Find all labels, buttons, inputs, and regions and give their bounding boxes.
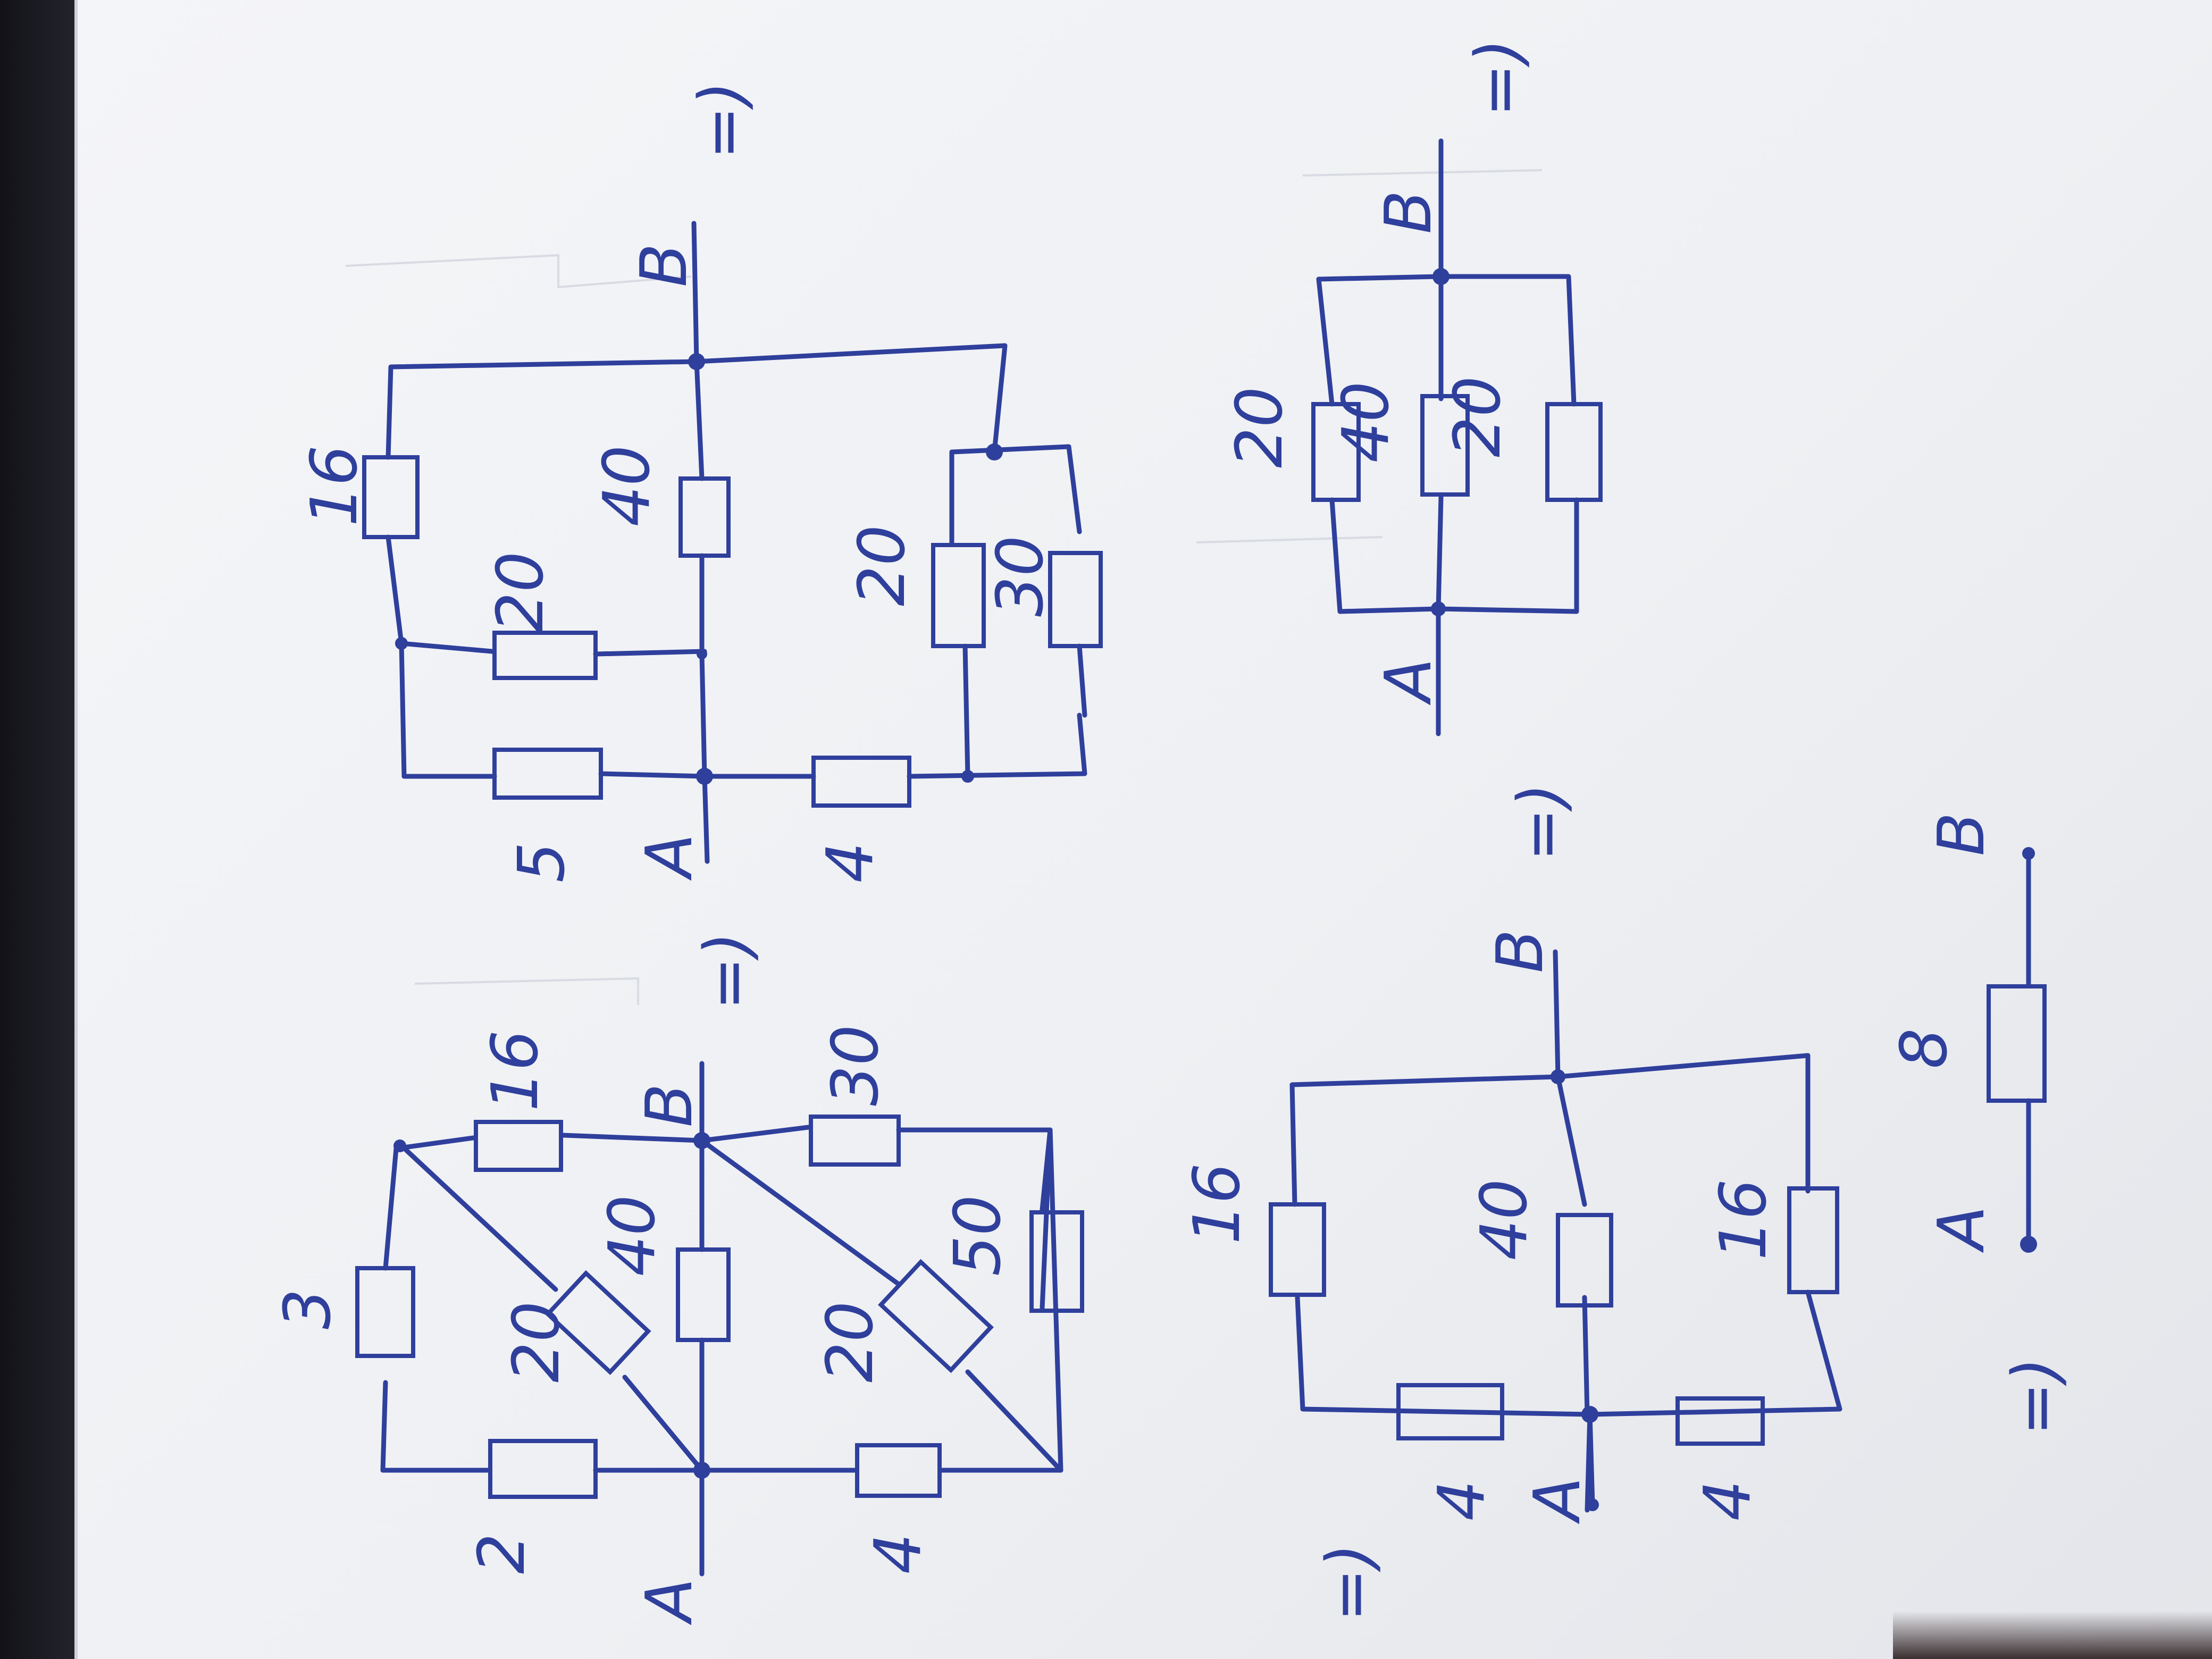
circuit-diagram-5: 8 A B =)	[1888, 812, 2073, 1436]
terminal-b	[2022, 847, 2035, 860]
arrow-equivalent-4-in: =)	[1313, 1544, 1387, 1622]
label-node-b: B	[1484, 929, 1557, 973]
arrow-equivalent-4-out: =)	[1505, 783, 1579, 861]
paper-sheet	[74, 0, 2212, 1659]
resistor-3	[355, 1266, 415, 1358]
node-b	[688, 353, 705, 370]
resistor-16	[474, 1120, 563, 1172]
background-corner	[1893, 1611, 2212, 1659]
node-b	[693, 1132, 710, 1149]
resistor-50	[1029, 1210, 1084, 1313]
label-16: 16	[298, 445, 372, 526]
label-16-b: 16	[1707, 1179, 1781, 1260]
terminal-a	[2020, 1236, 2037, 1253]
arrow-equivalent-3: =)	[1462, 39, 1536, 117]
circuit-diagram-3: 20 40 20 A B =)	[1223, 39, 1603, 736]
label-4-a: 4	[1425, 1480, 1499, 1521]
label-20: 20	[484, 551, 558, 633]
resistor-4	[855, 1443, 942, 1498]
resistor-16	[362, 455, 420, 539]
label-40: 40	[590, 445, 664, 526]
label-node-a: A	[633, 1578, 707, 1626]
node-middle	[697, 649, 707, 659]
label-20-a: 20	[1223, 387, 1297, 468]
resistor-2	[488, 1439, 598, 1499]
label-node-b: B	[1925, 812, 1999, 856]
label-node-b: B	[627, 244, 701, 287]
circuit-diagram-4: 16 40 16 4 4 A B =) =)	[1180, 783, 1842, 1622]
resistor-20-diagonal	[544, 1270, 651, 1375]
resistor-30	[1048, 551, 1103, 648]
node-parallel-top	[986, 443, 1003, 460]
arrow-equivalent-5: =)	[1999, 1358, 2073, 1436]
label-50: 50	[941, 1195, 1015, 1276]
circuit-diagram-1: 2 3 16 20 40 30 50 20 4 A B =)	[271, 932, 1084, 1626]
label-4: 4	[861, 1534, 935, 1574]
label-8: 8	[1888, 1028, 1962, 1069]
arrow-equivalent-1: =)	[691, 932, 765, 1010]
resistor-20-b	[1545, 402, 1603, 502]
resistor-8	[1987, 984, 2047, 1103]
label-20-second: 20	[814, 1301, 887, 1382]
label-node-b: B	[633, 1084, 707, 1127]
label-5: 5	[505, 842, 579, 883]
node-a	[693, 1462, 710, 1479]
node-b	[1551, 1069, 1565, 1084]
node-parallel-bottom	[961, 770, 974, 783]
resistor-40	[678, 476, 731, 558]
label-20-parallel: 20	[845, 525, 919, 606]
label-40: 40	[1468, 1179, 1541, 1260]
resistor-40	[1556, 1213, 1613, 1308]
label-40: 40	[596, 1195, 669, 1276]
node-b	[1432, 268, 1449, 285]
resistor-20	[492, 631, 598, 680]
resistor-5	[492, 748, 603, 800]
label-node-a: A	[633, 834, 707, 881]
resistor-30	[809, 1115, 901, 1167]
terminal-a	[1586, 1498, 1599, 1511]
label-20-b: 20	[1441, 376, 1515, 457]
label-node-b: B	[1372, 190, 1446, 234]
label-30: 30	[819, 1025, 893, 1106]
label-16: 16	[479, 1030, 552, 1111]
node-a	[696, 768, 713, 785]
label-node-a: A	[1372, 658, 1446, 706]
arrow-equivalent-2: =)	[686, 81, 760, 160]
resistor-4-b	[1675, 1396, 1765, 1446]
label-node-a: A	[1925, 1206, 1999, 1253]
resistor-20-a	[1311, 402, 1361, 502]
resistor-4-a	[1396, 1383, 1504, 1440]
node-top-left	[393, 1139, 406, 1152]
label-node-a: A	[1521, 1477, 1595, 1524]
circuit-diagram-2: 16 40 20 5 4 20 30 A B =)	[298, 81, 1103, 883]
resistor-16-b	[1787, 1186, 1839, 1294]
label-4: 4	[814, 842, 887, 883]
label-3: 3	[271, 1289, 345, 1329]
label-4-b: 4	[1691, 1480, 1765, 1521]
resistor-16-a	[1269, 1202, 1326, 1297]
node-left	[395, 637, 408, 650]
label-20: 20	[500, 1301, 574, 1382]
node-a	[1581, 1406, 1598, 1423]
label-40: 40	[1329, 381, 1403, 463]
resistor-40	[1420, 394, 1470, 497]
bleed-through-marks	[345, 169, 1543, 1005]
resistor-4	[811, 756, 911, 808]
resistor-20-diagonal-2	[878, 1259, 994, 1373]
resistor-40	[676, 1247, 731, 1342]
resistor-20-parallel	[931, 543, 986, 648]
label-16-a: 16	[1180, 1163, 1254, 1244]
node-a	[1431, 601, 1446, 616]
label-2: 2	[465, 1534, 539, 1574]
label-30: 30	[984, 535, 1058, 617]
